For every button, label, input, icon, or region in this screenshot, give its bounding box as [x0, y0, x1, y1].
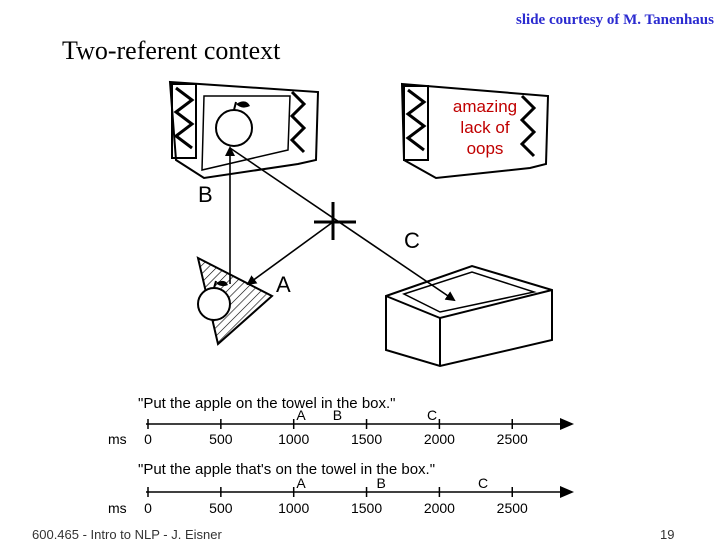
timeline-tick-label: 2500	[497, 431, 528, 447]
timeline-tick-label: 0	[144, 431, 152, 447]
fixation-cross-icon	[314, 202, 356, 240]
apple-icon	[197, 280, 231, 321]
timeline-tick-label: 1500	[351, 431, 382, 447]
timeline-sentence: "Put the apple on the towel in the box."	[138, 395, 396, 412]
timeline-marker-c: C	[427, 407, 437, 423]
napkin-with-apple-icon	[196, 256, 274, 346]
timeline-sentence: "Put the apple that's on the towel in th…	[138, 461, 435, 478]
empty-towel-icon	[400, 82, 550, 180]
timelines: "Put the apple on the towel in the box."…	[108, 395, 574, 516]
point-label-b: B	[198, 182, 213, 207]
oops-note: amazing lack of oops	[452, 97, 518, 158]
timeline-unit: ms	[108, 500, 127, 516]
eye-movement-arrows	[225, 146, 456, 302]
slide-title: Two-referent context	[62, 36, 281, 65]
timeline-marker-c: C	[478, 475, 488, 491]
timeline-tick-label: 2000	[424, 431, 455, 447]
timeline-arrowhead	[560, 486, 574, 498]
timeline-tick-label: 0	[144, 500, 152, 516]
box-icon	[385, 264, 553, 368]
timeline-marker-b: B	[333, 407, 342, 423]
timeline-tick-label: 1500	[351, 500, 382, 516]
timeline-tick-label: 2000	[424, 500, 455, 516]
timeline-marker-a: A	[296, 475, 306, 491]
towel-with-apple-icon	[168, 80, 320, 180]
timeline-tick-label: 500	[209, 500, 233, 516]
timeline-tick-label: 1000	[278, 431, 309, 447]
timeline-arrowhead	[560, 418, 574, 430]
slide-credit: slide courtesy of M. Tanenhaus	[516, 12, 714, 28]
point-label-c: C	[404, 228, 420, 253]
timeline-tick-label: 2500	[497, 500, 528, 516]
timeline-unit: ms	[108, 431, 127, 447]
timeline-marker-a: A	[296, 407, 306, 423]
footer-course: 600.465 - Intro to NLP - J. Eisner	[32, 527, 222, 542]
timeline-tick-label: 500	[209, 431, 233, 447]
page-number: 19	[660, 527, 675, 542]
timeline-marker-b: B	[376, 475, 385, 491]
timeline-tick-label: 1000	[278, 500, 309, 516]
point-label-a: A	[276, 272, 291, 297]
